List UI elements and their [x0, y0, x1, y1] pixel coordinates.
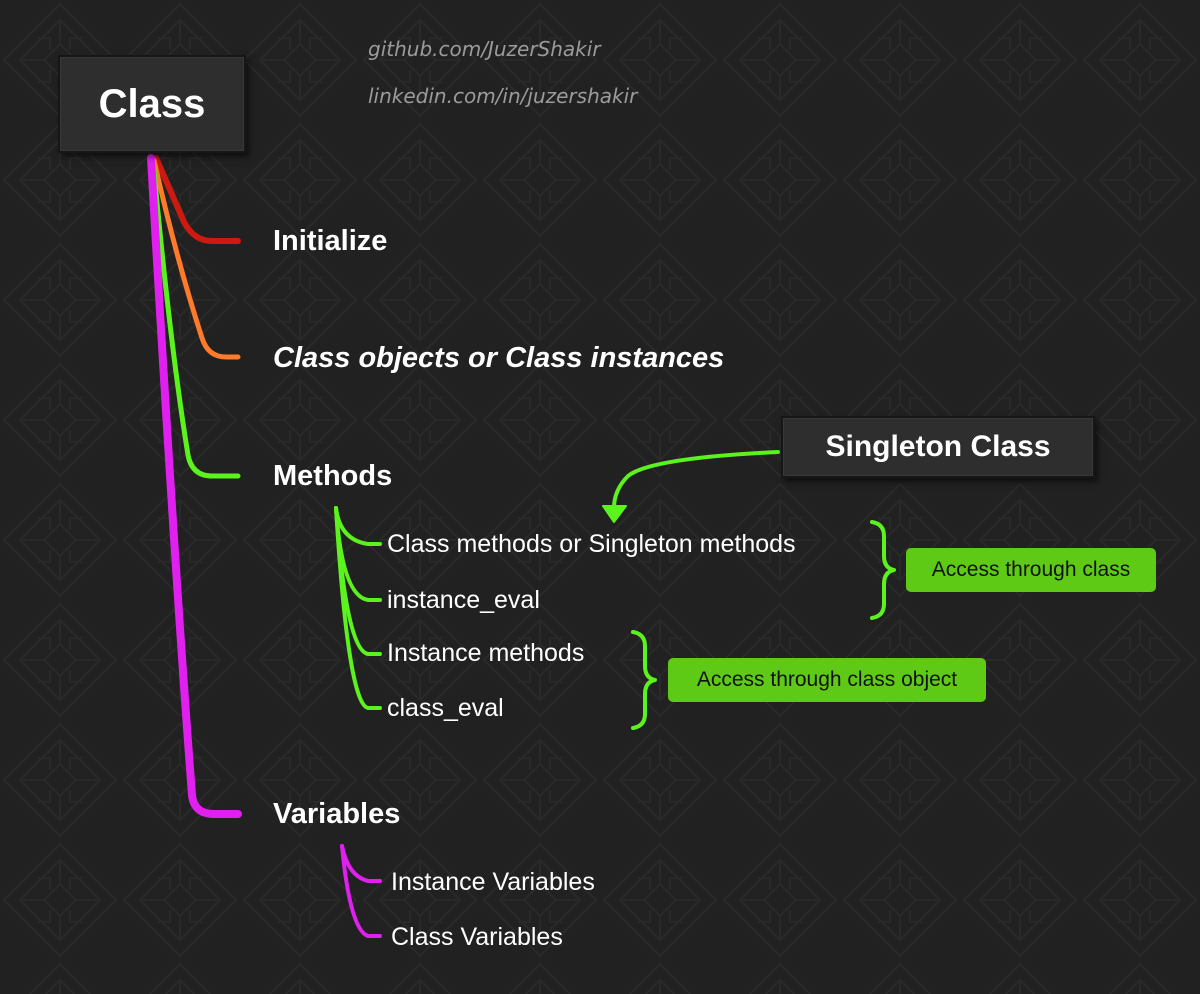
node-methods: Methods: [273, 460, 393, 492]
connector-variables: [147, 154, 242, 818]
node-class-objects: Class objects or Class instances: [273, 342, 725, 374]
brace-object-access: [631, 630, 657, 730]
brace-class-access: [870, 520, 896, 620]
leaf-instance-variables: Instance Variables: [391, 868, 595, 896]
connector-class-objects: [151, 157, 241, 360]
connector-variables-child-1: [340, 844, 382, 883]
connector-methods-child-1: [334, 506, 382, 546]
singleton-arrow-head: [602, 505, 627, 523]
github-credit: github.com/JuzerShakir: [368, 37, 601, 61]
linkedin-credit: linkedin.com/in/juzershakir: [368, 84, 638, 108]
connector-methods-child-4: [334, 506, 382, 710]
tag-access-through-class-object: Access through class object: [668, 658, 986, 702]
singleton-arrow: [612, 450, 780, 510]
singleton-class-box: Singleton Class: [781, 416, 1095, 478]
singleton-class-label: Singleton Class: [825, 430, 1051, 463]
node-variables: Variables: [273, 798, 401, 830]
leaf-class-variables: Class Variables: [391, 923, 563, 951]
leaf-class-eval: class_eval: [387, 694, 504, 722]
leaf-instance-eval: instance_eval: [387, 586, 540, 614]
leaf-class-methods: Class methods or Singleton methods: [387, 530, 796, 558]
connector-initialize: [153, 155, 241, 244]
leaf-instance-methods: Instance methods: [387, 639, 585, 667]
tag-access-through-class: Access through class: [906, 548, 1156, 592]
class-root-box: Class: [58, 55, 246, 153]
node-initialize: Initialize: [273, 225, 388, 257]
class-root-label: Class: [98, 81, 206, 126]
connector-variables-child-2: [340, 844, 382, 938]
connector-methods: [150, 157, 241, 479]
